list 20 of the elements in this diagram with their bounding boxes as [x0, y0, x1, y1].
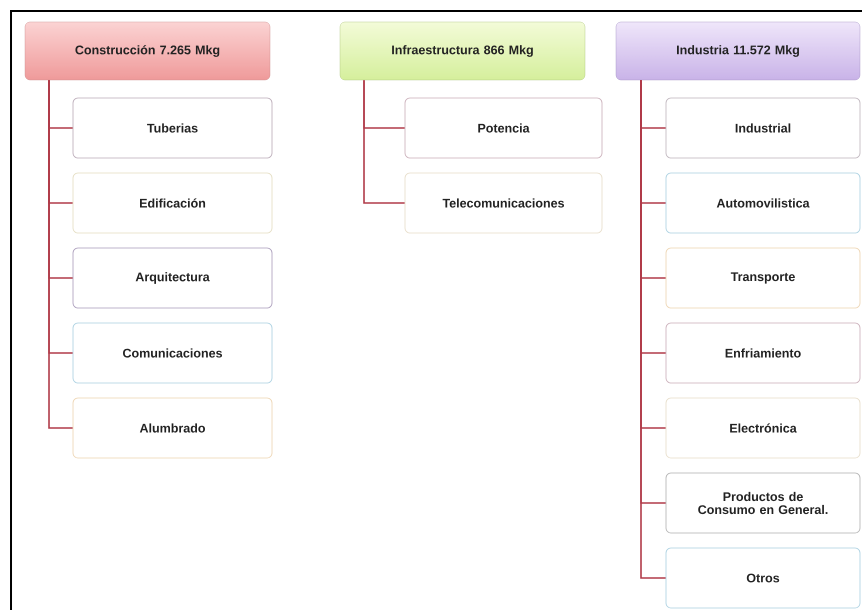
subcategory-box: Enfriamiento — [666, 322, 860, 384]
subcategory-box: Industrial — [666, 98, 860, 158]
connector-line — [640, 80, 666, 579]
subcategory-box: Comunicaciones — [72, 322, 272, 384]
subcategory-box: Automovilistica — [666, 172, 860, 234]
subcategory-box: Tuberias — [72, 98, 272, 158]
subcategory-box: Productos de Consumo en General. — [666, 472, 860, 534]
connector-line — [363, 80, 405, 204]
subcategory-box: Electrónica — [666, 398, 860, 458]
category-box: Industria 11.572 Mkg — [616, 22, 860, 80]
subcategory-box: Edificación — [72, 172, 272, 234]
connector-line — [48, 80, 73, 429]
subcategory-box: Transporte — [666, 248, 860, 308]
category-box: Infraestructura 866 Mkg — [340, 22, 586, 80]
category-box: Construcción 7.265 Mkg — [24, 22, 270, 80]
subcategory-box: Otros — [666, 548, 860, 608]
subcategory-box: Potencia — [404, 98, 602, 158]
subcategory-box: Telecomunicaciones — [404, 172, 602, 234]
subcategory-box: Alumbrado — [72, 398, 272, 458]
subcategory-box: Arquitectura — [72, 248, 272, 308]
